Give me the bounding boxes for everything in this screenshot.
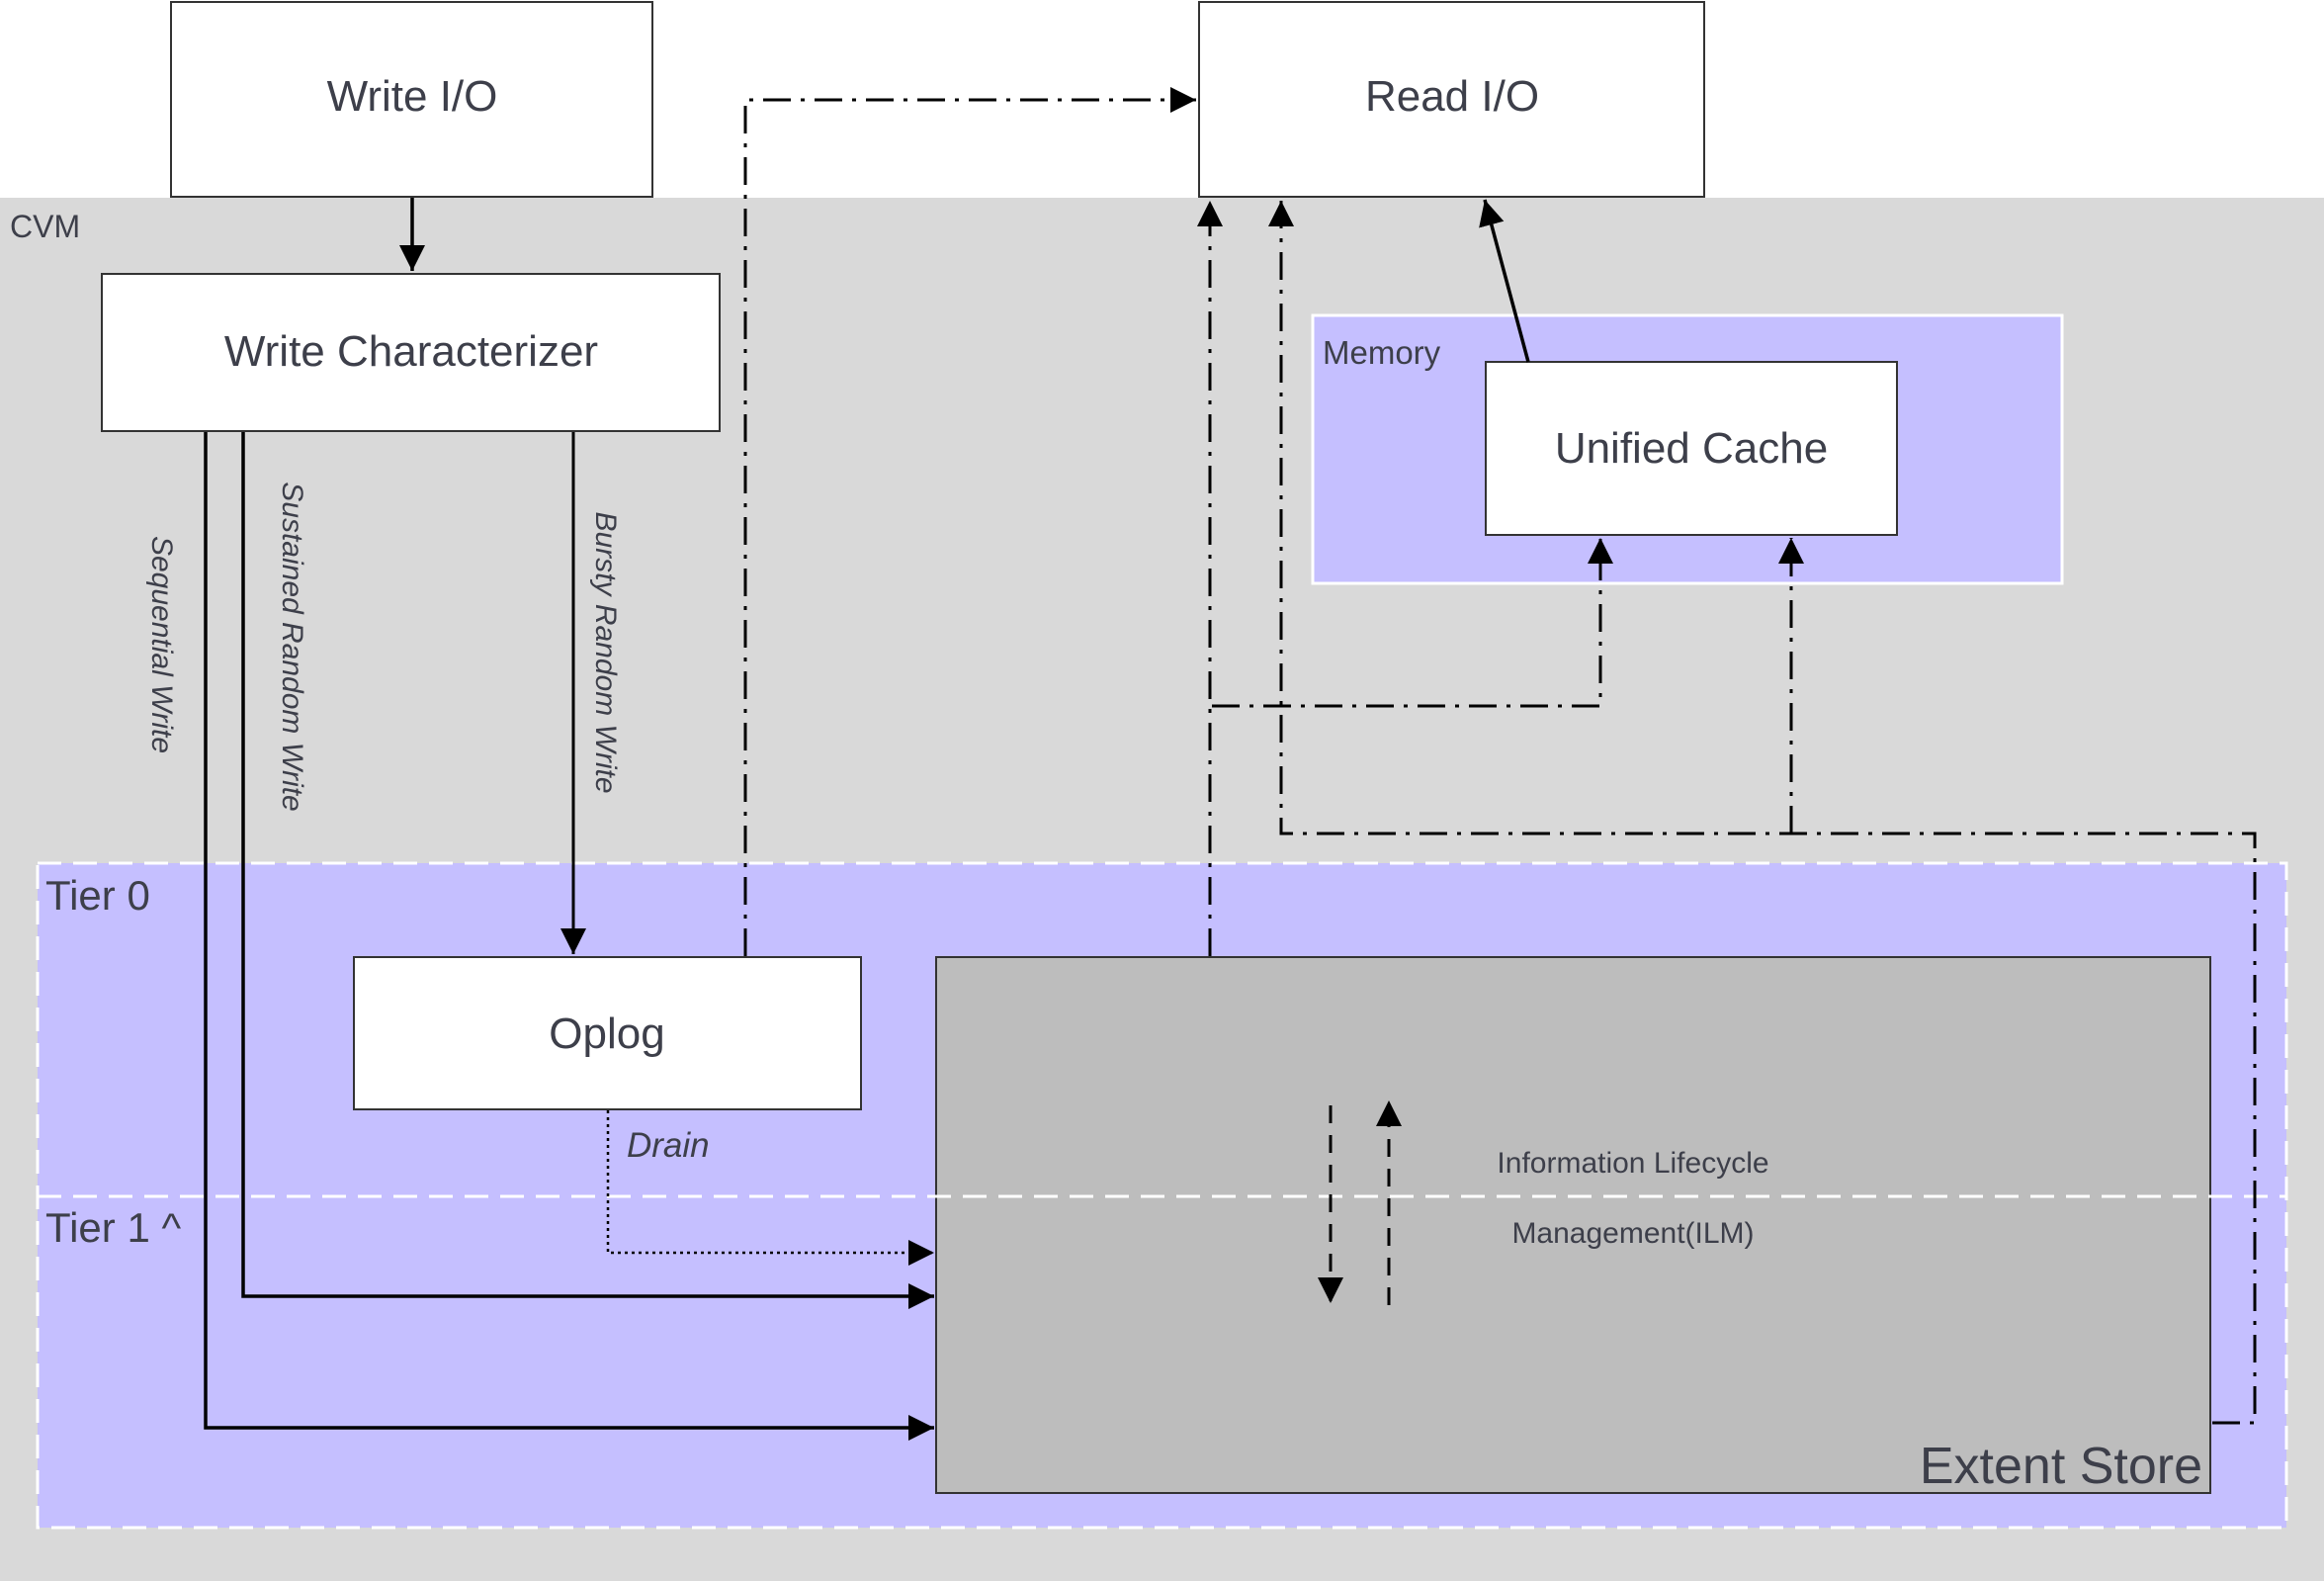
tier1-label: Tier 1 ^ <box>45 1204 181 1251</box>
cvm-label: CVM <box>10 209 80 244</box>
oplog-label: Oplog <box>549 1010 664 1058</box>
bursty-random-write-label: Bursty Random Write <box>589 511 622 793</box>
cache-to-read-io-arrow <box>1479 199 1530 363</box>
tier-loop-to-read-io-arrow <box>1268 201 2257 1425</box>
write-characterizer-box <box>101 273 721 432</box>
write-io-box <box>170 1 653 198</box>
memory-label: Memory <box>1323 334 1441 371</box>
oplog-to-read-io-arrow <box>743 87 1196 956</box>
write-characterizer-label: Write Characterizer <box>224 327 598 376</box>
extent-store-label: Extent Store <box>1920 1438 2202 1495</box>
sustained-random-write-label: Sustained Random Write <box>276 482 308 812</box>
tier0-label: Tier 0 <box>45 872 150 919</box>
drain-arrow <box>606 1110 934 1266</box>
unified-cache-label: Unified Cache <box>1555 424 1828 473</box>
write-io-label: Write I/O <box>327 72 498 121</box>
oplog-box <box>353 956 862 1110</box>
sequential-write-label: Sequential Write <box>145 536 178 753</box>
read-io-label: Read I/O <box>1365 72 1539 121</box>
unified-cache-box <box>1485 361 1898 536</box>
read-io-box <box>1198 1 1705 198</box>
sequential-write-arrow <box>204 432 934 1441</box>
extent-store-to-cache-arrow <box>1212 538 1613 708</box>
sustained-random-write-arrow <box>241 432 934 1309</box>
drain-label: Drain <box>627 1126 710 1165</box>
extent-store-box <box>935 956 2211 1494</box>
ilm-label-line2: Management(ILM) <box>1511 1217 1754 1250</box>
ilm-label-line1: Information Lifecycle <box>1497 1147 1768 1180</box>
